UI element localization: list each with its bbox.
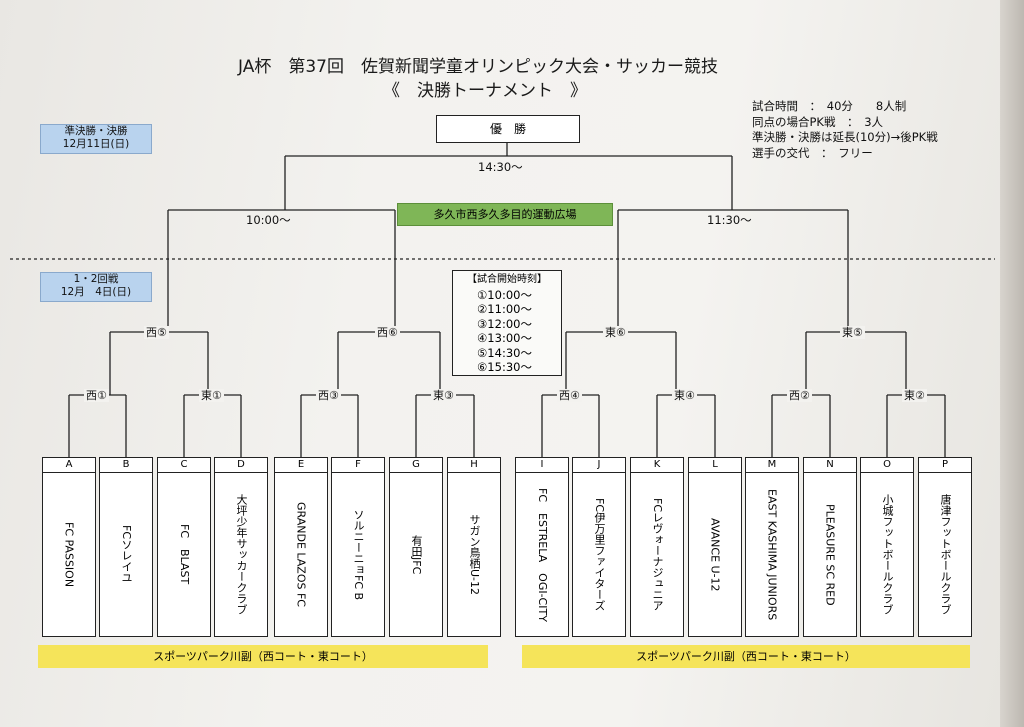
team-name: FC伊万里ファイターズ [593, 497, 606, 611]
team-name: EAST KASHIMA JUNIORS [765, 488, 779, 621]
team-letter: D [215, 458, 267, 473]
round1-label: 東② [902, 389, 927, 402]
rule-line: 同点の場合PK戦 ： 3人 [752, 114, 884, 129]
team-box: L AVANCE U-12 [688, 457, 742, 637]
round2-label: 西⑥ [375, 326, 400, 339]
team-letter: F [332, 458, 384, 473]
round1-label: 東① [199, 389, 224, 402]
left-venue-bar: スポーツパーク川副（西コート・東コート） [38, 645, 488, 668]
schedule-time: ③12:00～ [477, 316, 532, 331]
team-letter: H [448, 458, 500, 473]
background-table [1000, 0, 1024, 727]
round2-label: 西⑤ [144, 326, 169, 339]
page-title: JA杯 第37回 佐賀新聞学童オリンピック大会・サッカー競技 [238, 57, 718, 77]
team-letter: B [100, 458, 152, 473]
final-time: 14:30～ [478, 160, 523, 174]
team-letter: A [43, 458, 95, 473]
team-letter: E [275, 458, 327, 473]
round2-label: 東⑤ [840, 326, 865, 339]
team-name: FC BLAST [178, 524, 191, 585]
round1-label: 西③ [316, 389, 341, 402]
team-name: FCソレイユ [120, 525, 133, 584]
team-name: サガン鳥栖U-12 [468, 513, 481, 596]
semi-right-time: 11:30～ [707, 213, 752, 227]
semis-date-label: 準決勝・決勝 [64, 125, 128, 137]
schedule-time: ⑤14:30～ [477, 345, 532, 360]
team-box: A FC PASSION [42, 457, 96, 637]
team-box: O 小城フットボールクラブ [860, 457, 914, 637]
rules-block: 試合時間 ： 40分 8人制 同点の場合PK戦 ： 3人 準決勝・決勝は延長(1… [752, 99, 938, 161]
team-letter: K [631, 458, 683, 473]
round2-label: 東⑥ [603, 326, 628, 339]
team-letter: L [689, 458, 741, 473]
team-name: FCレヴォーナジュニア [651, 497, 664, 611]
schedule-box: 【試合開始時刻】 ①10:00～ ②11:00～ ③12:00～ ④13:00～… [452, 270, 562, 376]
team-box: B FCソレイユ [99, 457, 153, 637]
rule-line: 選手の交代 ： フリー [752, 145, 873, 160]
round1-label: 西① [84, 389, 109, 402]
champion-box: 優 勝 [436, 115, 580, 143]
team-box: J FC伊万里ファイターズ [572, 457, 626, 637]
team-letter: P [919, 458, 971, 473]
team-box: K FCレヴォーナジュニア [630, 457, 684, 637]
team-letter: C [158, 458, 210, 473]
round1-label: 西② [787, 389, 812, 402]
team-box: G 有田JFC [389, 457, 443, 637]
team-letter: J [573, 458, 625, 473]
team-name: GRANDE LAZOS FC [294, 502, 308, 607]
rule-line: 準決勝・決勝は延長(10分)→後PK戦 [752, 130, 938, 144]
team-box: I FC ESTRELA OGI-CITY [515, 457, 569, 637]
right-venue-bar: スポーツパーク川副（西コート・東コート） [522, 645, 970, 668]
team-box: F ソルニーニョFC B [331, 457, 385, 637]
semis-date-box: 準決勝・決勝 12月11日(日) [40, 124, 152, 154]
round1-label: 西④ [557, 389, 582, 402]
round12-date-box: 1・2回戦 12月 4日(日) [40, 272, 152, 302]
team-name: FC ESTRELA OGI-CITY [536, 487, 549, 622]
team-letter: M [746, 458, 798, 473]
semi-left-time: 10:00～ [246, 213, 291, 227]
team-box: N PLEASURE SC RED [803, 457, 857, 637]
schedule-header: 【試合開始時刻】 [467, 274, 547, 285]
team-box: C FC BLAST [157, 457, 211, 637]
schedule-time: ②11:00～ [477, 302, 532, 316]
team-box: E GRANDE LAZOS FC [274, 457, 328, 637]
team-name: 唐津フットボールクラブ [939, 494, 952, 615]
round1-label: 東④ [672, 389, 697, 402]
semis-date-value: 12月11日(日) [62, 138, 130, 150]
schedule-time: ⑥15:30～ [477, 360, 532, 374]
team-box: D 大坪少年サッカークラブ [214, 457, 268, 637]
team-letter: O [861, 458, 913, 473]
team-name: FC PASSION [62, 521, 76, 588]
team-name: 小城フットボールクラブ [881, 494, 894, 615]
schedule-time: ①10:00～ [477, 287, 532, 302]
team-name: 大坪少年サッカークラブ [235, 494, 248, 615]
schedule-time: ④13:00～ [477, 331, 532, 345]
round12-date-label: 1・2回戦 [73, 273, 119, 285]
page-subtitle: 《 決勝トーナメント 》 [383, 81, 587, 101]
team-letter: N [804, 458, 856, 473]
team-letter: I [516, 458, 568, 473]
team-box: M EAST KASHIMA JUNIORS [745, 457, 799, 637]
team-name: AVANCE U-12 [708, 517, 722, 592]
team-box: P 唐津フットボールクラブ [918, 457, 972, 637]
team-name: PLEASURE SC RED [823, 503, 837, 606]
semis-venue: 多久市西多久多目的運動広場 [397, 203, 613, 226]
round12-date-value: 12月 4日(日) [60, 286, 132, 298]
rule-line: 試合時間 ： 40分 8人制 [752, 99, 907, 113]
team-letter: G [390, 458, 442, 473]
round1-label: 東③ [431, 389, 456, 402]
team-name: ソルニーニョFC B [352, 508, 365, 601]
team-name: 有田JFC [410, 534, 423, 575]
team-box: H サガン鳥栖U-12 [447, 457, 501, 637]
